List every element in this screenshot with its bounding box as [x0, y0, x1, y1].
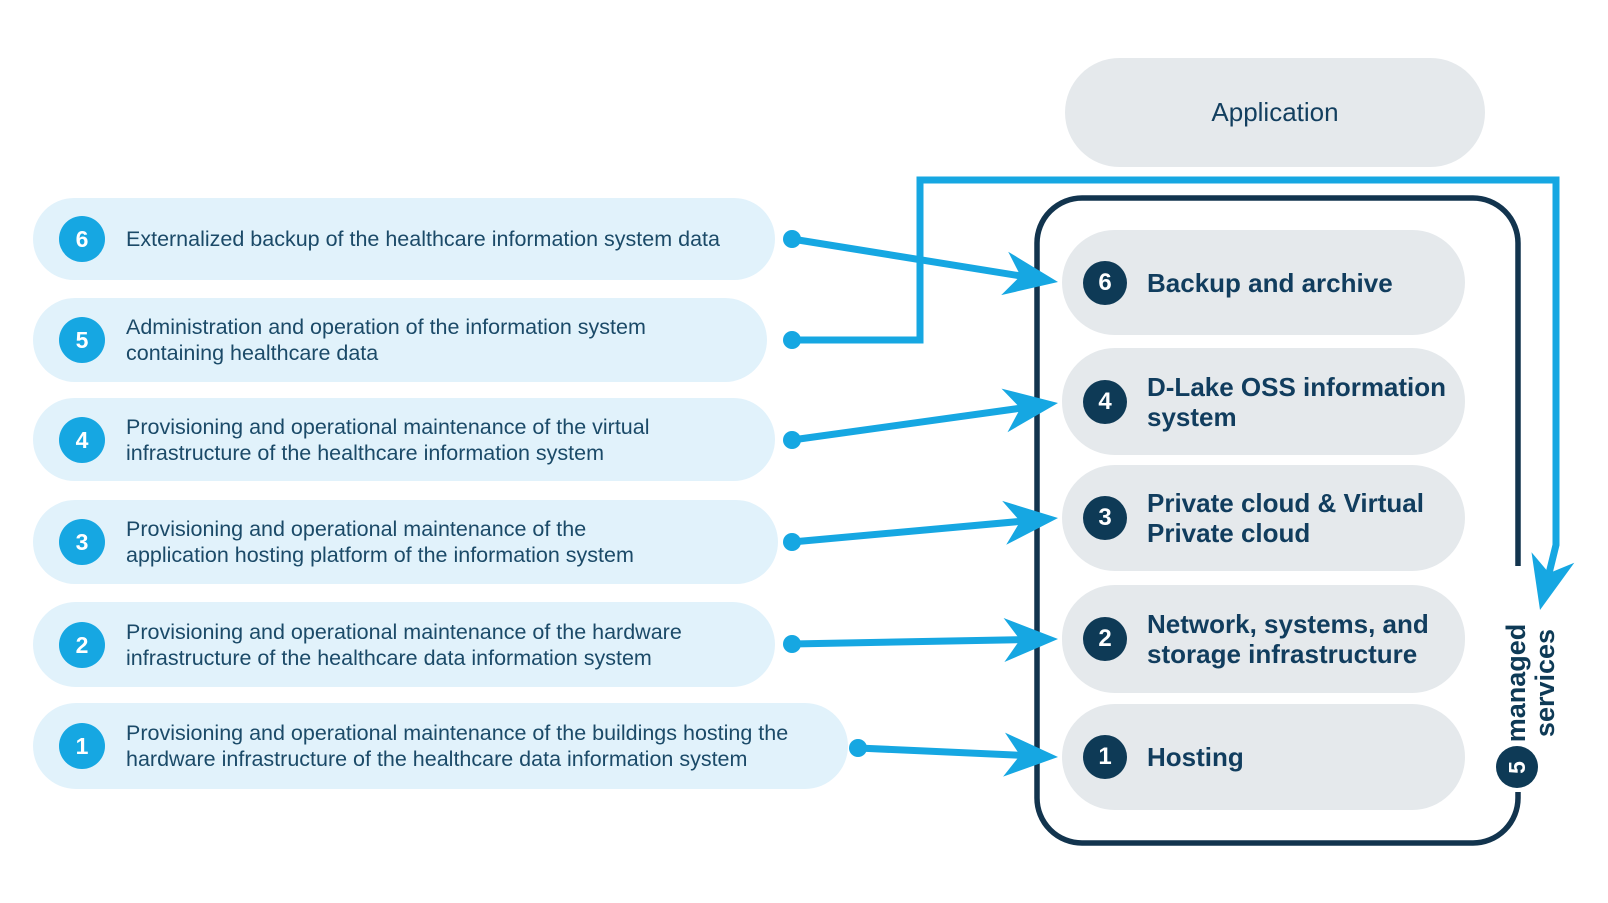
- stack-badge-1: 1: [1083, 735, 1127, 779]
- arrowhead-stack-item-2: [1003, 618, 1058, 662]
- left-badge-1: 1: [59, 723, 105, 769]
- left-pill-2: 2 Provisioning and operational maintenan…: [33, 602, 775, 687]
- left-pill-1: 1 Provisioning and operational maintenan…: [33, 703, 848, 789]
- stack-item-1-label: Hosting: [1147, 742, 1244, 772]
- stack-badge-4: 4: [1083, 379, 1127, 424]
- left-pill-5-text: Administration and operation of the info…: [126, 315, 646, 365]
- stack-badge-2: 2: [1083, 617, 1127, 661]
- arrowhead-stack-item-3: [1002, 500, 1058, 545]
- left-badge-6: 6: [59, 216, 105, 262]
- left-badge-4: 4: [59, 416, 105, 463]
- left-pill-6-text: Externalized backup of the healthcare in…: [126, 227, 720, 251]
- arrowhead-stack-item-1: [1003, 732, 1058, 777]
- arrowhead-stack-item-6: [1001, 251, 1058, 296]
- left-pill-3: 3 Provisioning and operational maintenan…: [33, 500, 778, 584]
- left-pill-1-text: Provisioning and operational maintenance…: [126, 721, 789, 771]
- left-pill-5: 5 Administration and operation of the in…: [33, 298, 767, 382]
- stack-badge-3: 3: [1083, 496, 1127, 540]
- arrowhead-stack-item-4: [1001, 388, 1058, 433]
- application-pill: Application: [1065, 58, 1485, 167]
- stack-item-2-label: Network, systems, and storage infrastruc…: [1147, 609, 1429, 669]
- managed-services-badge: 5: [1496, 746, 1538, 788]
- stack-item-4-label: D-Lake OSS information system: [1147, 371, 1447, 432]
- stack-item-1: 1 Hosting: [1062, 704, 1465, 810]
- stack-item-4: 4 D-Lake OSS information system: [1062, 348, 1465, 455]
- managed-services-label: managed services: [1501, 623, 1560, 743]
- stack-badge-6: 6: [1083, 260, 1127, 305]
- application-label: Application: [1211, 97, 1339, 127]
- stack-item-3: 3 Private cloud & Virtual Private cloud: [1062, 465, 1465, 571]
- stack-item-2: 2 Network, systems, and storage infrastr…: [1062, 585, 1465, 693]
- left-pill-4-text: Provisioning and operational maintenance…: [126, 414, 650, 465]
- managed-services-badge-number: 5: [1503, 760, 1530, 774]
- left-badge-3: 3: [59, 519, 105, 565]
- stack-item-6-label: Backup and archive: [1147, 267, 1393, 298]
- stack-item-3-label: Private cloud & Virtual Private cloud: [1147, 488, 1424, 548]
- left-pill-2-text: Provisioning and operational maintenance…: [126, 619, 682, 670]
- stack-item-6: 6 Backup and archive: [1062, 230, 1465, 335]
- left-badge-5: 5: [59, 317, 105, 363]
- left-pill-4: 4 Provisioning and operational maintenan…: [33, 398, 775, 481]
- left-badge-2: 2: [59, 621, 105, 668]
- left-pill-3-text: Provisioning and operational maintenance…: [126, 517, 634, 567]
- left-pill-6: 6 Externalized backup of the healthcare …: [33, 198, 775, 280]
